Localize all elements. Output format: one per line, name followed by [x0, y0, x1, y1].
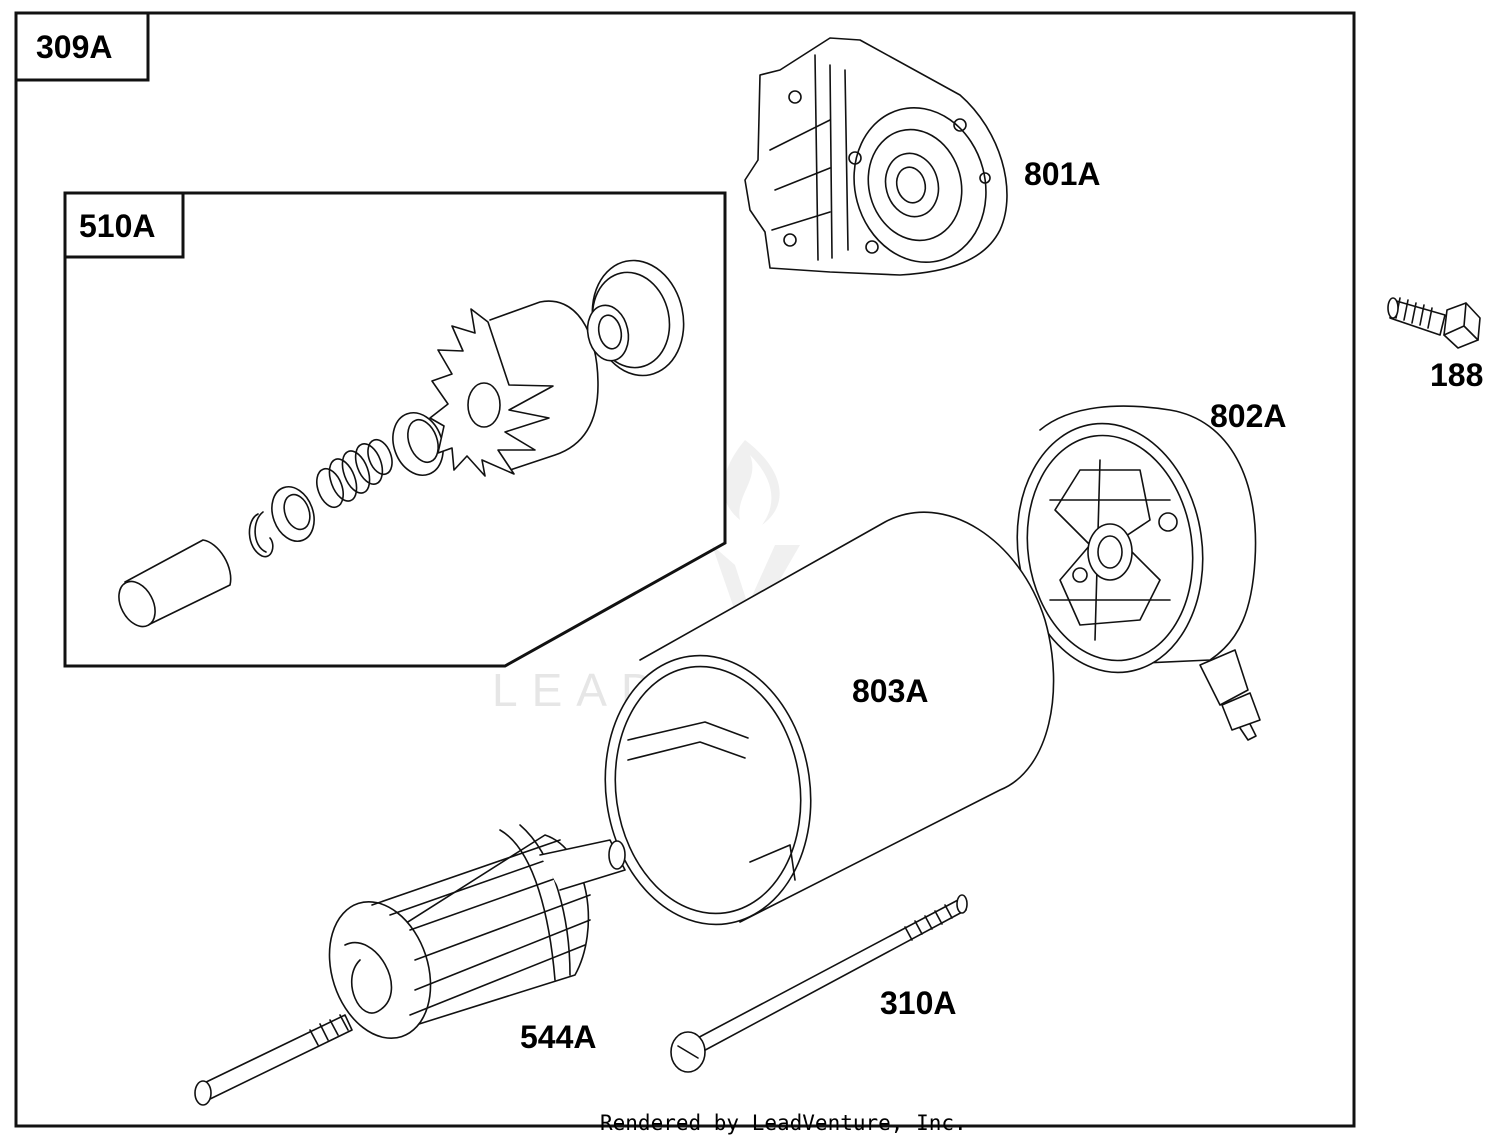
label-544A: 544A — [520, 1019, 597, 1055]
clutch-washer — [586, 259, 685, 377]
label-803A: 803A — [852, 673, 929, 709]
subassembly-label-box — [63, 191, 185, 259]
end-cap-bracket — [744, 37, 1008, 276]
assembly-label: 309A — [36, 29, 113, 65]
motor-housing — [604, 511, 1055, 926]
retaining-ring — [248, 511, 274, 558]
label-802A: 802A — [1210, 398, 1287, 434]
footer-credit: Rendered by LeadVenture, Inc. — [600, 1111, 967, 1135]
spring-retainer — [392, 412, 444, 476]
label-310A: 310A — [880, 985, 957, 1021]
through-bolt — [670, 894, 968, 1073]
brush-end-cap — [1016, 405, 1261, 741]
label-188: 188 — [1430, 357, 1483, 393]
drive-sleeve — [118, 539, 232, 628]
armature — [194, 824, 626, 1106]
label-801A: 801A — [1024, 156, 1101, 192]
spring-collar — [271, 486, 315, 542]
assembly-frame — [14, 11, 1356, 1128]
starter-gear — [429, 300, 599, 477]
subassembly-label: 510A — [79, 208, 156, 244]
subassembly-frame — [63, 191, 727, 668]
watermark-logo — [712, 440, 800, 640]
screw — [1387, 297, 1481, 349]
assembly-label-box — [14, 11, 150, 82]
anti-drift-spring — [316, 438, 393, 509]
